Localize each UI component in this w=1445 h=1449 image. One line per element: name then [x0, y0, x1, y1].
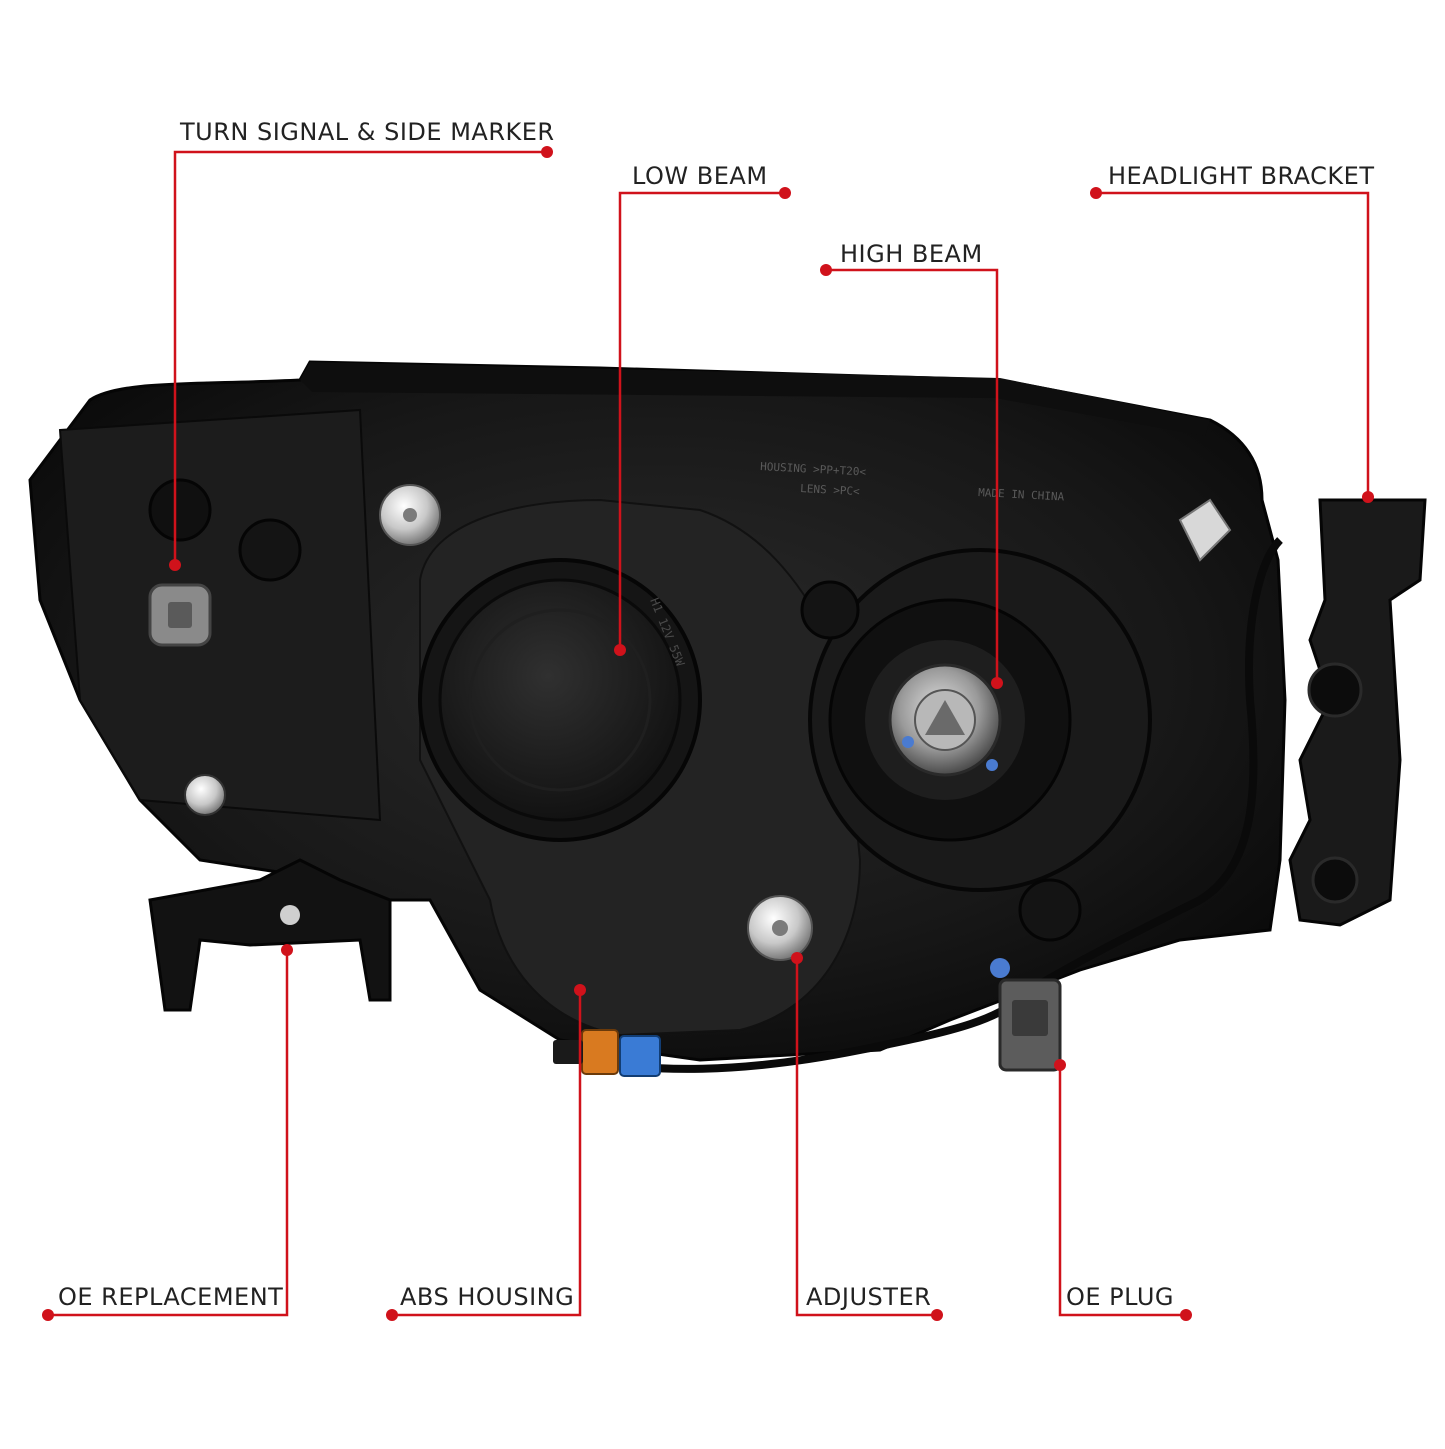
label-low-beam: LOW BEAM [632, 162, 768, 190]
leader-high-beam [826, 268, 999, 683]
dot-adjuster-start [791, 952, 803, 964]
dot-adjuster-end [931, 1309, 943, 1321]
label-high-beam: HIGH BEAM [840, 240, 983, 268]
leader-low-beam [618, 191, 785, 650]
low-beam-cap [438, 578, 682, 822]
dot-oe-plug-start [1054, 1059, 1066, 1071]
leader-headlight-bracket [1096, 191, 1370, 497]
dot-turn-signal-start [169, 559, 181, 571]
label-abs-housing: ABS HOUSING [400, 1283, 575, 1311]
dot-abs-housing-end [386, 1309, 398, 1321]
dot-high-beam-end [820, 264, 832, 276]
orange-connector [581, 1029, 619, 1075]
dot-low-beam-end [779, 187, 791, 199]
lower-mount-bracket [148, 858, 392, 1012]
left-section-frame [58, 408, 382, 822]
label-oe-replacement: OE REPLACEMENT [58, 1283, 284, 1311]
blue-connector [619, 1035, 661, 1077]
housing-top-lip [300, 362, 1210, 436]
dot-oe-plug-end [1180, 1309, 1192, 1321]
headlight-bracket [1288, 498, 1427, 927]
label-turn-signal-side-marker: TURN SIGNAL & SIDE MARKER [180, 118, 555, 146]
dot-headlight-bracket-end [1090, 187, 1102, 199]
label-adjuster: ADJUSTER [806, 1283, 932, 1311]
housing-mark: HOUSING >PP+T20< [760, 460, 867, 479]
dot-abs-housing-start [574, 984, 586, 996]
dot-low-beam-start [614, 644, 626, 656]
label-headlight-bracket: HEADLIGHT BRACKET [1108, 162, 1375, 190]
leader-abs-housing [392, 990, 582, 1317]
dot-oe-replacement-end [42, 1309, 54, 1321]
label-oe-plug: OE PLUG [1066, 1283, 1174, 1311]
lens-mark: LENS >PC< [800, 482, 861, 498]
dot-high-beam-start [991, 677, 1003, 689]
dot-oe-replacement-start [281, 944, 293, 956]
leader-oe-replacement [48, 950, 289, 1317]
leader-turn-signal [173, 150, 547, 565]
leader-oe-plug [1058, 1065, 1186, 1317]
dot-headlight-bracket-start [1362, 491, 1374, 503]
leader-adjuster [795, 958, 937, 1317]
wiring-harness [558, 537, 1283, 1073]
dot-turn-signal-end [541, 146, 553, 158]
origin-mark: MADE IN CHINA [978, 486, 1065, 504]
